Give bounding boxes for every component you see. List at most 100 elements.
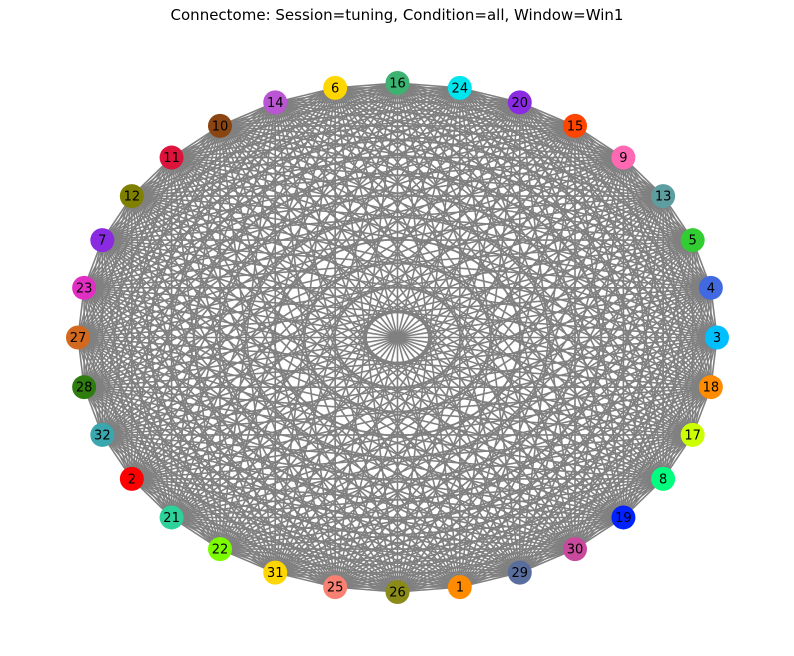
edge-7-22: [101, 239, 221, 550]
edge-27-25: [77, 336, 336, 588]
edge-23-26: [83, 287, 399, 593]
edge-10-32: [101, 125, 221, 436]
node-1: [447, 575, 472, 600]
node-label-22: 22: [212, 543, 229, 558]
node-label-17: 17: [684, 428, 701, 443]
edge-3-22: [219, 336, 718, 550]
edge-20-8: [519, 102, 664, 480]
edge-32-1: [102, 434, 461, 588]
edge-21-18: [171, 386, 712, 519]
edge-32-19: [102, 434, 624, 519]
edge-9-12: [131, 156, 624, 197]
edge-10-18: [219, 125, 712, 388]
node-label-12: 12: [124, 190, 141, 205]
edge-26-17: [397, 434, 694, 593]
node-label-10: 10: [212, 119, 229, 134]
edge-11-2: [131, 157, 173, 479]
edge-25-17: [334, 434, 693, 588]
node-7: [90, 228, 115, 253]
node-31: [263, 560, 288, 585]
edge-30-17: [574, 434, 694, 550]
node-label-20: 20: [511, 96, 528, 111]
edge-3-10: [219, 125, 718, 339]
edge-12-18: [131, 195, 712, 388]
edge-6-27: [77, 87, 336, 339]
edge-15-11: [171, 125, 576, 159]
edge-21-29: [171, 516, 520, 574]
edge-9-30: [574, 157, 625, 550]
edge-11-25: [170, 157, 336, 588]
edge-16-18: [396, 82, 712, 388]
edge-3-6: [334, 87, 718, 339]
edge-32-18: [102, 386, 711, 436]
node-19: [611, 505, 636, 530]
edge-32-26: [101, 434, 398, 593]
edge-23-22: [83, 287, 221, 550]
edge-4-26: [396, 287, 712, 593]
node-label-3: 3: [713, 331, 721, 346]
edge-5-10: [219, 125, 693, 241]
edge-25-18: [334, 386, 712, 588]
edge-27-31: [77, 336, 276, 574]
edge-10-8: [219, 125, 664, 480]
edge-16-23: [83, 82, 398, 289]
edge-4-29: [519, 287, 712, 574]
edge-23-29: [83, 287, 521, 574]
edge-31-18: [274, 386, 712, 574]
node-label-1: 1: [456, 581, 464, 596]
node-label-11: 11: [163, 151, 180, 166]
edge-2-17: [131, 434, 693, 480]
node-21: [159, 505, 184, 530]
edge-30-18: [574, 386, 712, 550]
edge-9-18: [622, 157, 712, 388]
node-label-31: 31: [267, 566, 284, 581]
edge-13-18: [662, 195, 712, 388]
chart-title: Connectome: Session=tuning, Condition=al…: [170, 6, 624, 24]
edge-16-28: [83, 82, 399, 388]
edge-10-21: [170, 125, 221, 518]
edge-13-26: [396, 195, 664, 593]
edge-2-19: [131, 478, 624, 519]
edge-27-17: [77, 336, 693, 436]
node-label-32: 32: [94, 428, 111, 443]
edge-6-8: [334, 87, 664, 480]
edge-27-29: [77, 336, 521, 574]
edge-14-8: [274, 101, 664, 480]
node-13: [651, 184, 676, 209]
edge-22-19: [219, 516, 624, 550]
node-label-15: 15: [567, 119, 584, 134]
edge-24-27: [77, 87, 461, 339]
node-label-5: 5: [689, 234, 697, 249]
node-label-13: 13: [655, 190, 672, 205]
edge-22-18: [219, 386, 712, 550]
edge-23-18: [84, 287, 711, 388]
edge-5-12: [131, 195, 693, 241]
edge-16-19: [396, 82, 625, 518]
edge-20-30: [518, 102, 576, 550]
edge-20-18: [519, 101, 712, 388]
node-label-27: 27: [70, 331, 87, 346]
edge-28-25: [83, 386, 336, 588]
edge-31-19: [275, 516, 624, 574]
edge-5-1: [459, 239, 694, 588]
edge-11-17: [171, 156, 694, 436]
edge-27-18: [77, 336, 711, 388]
edge-4-11: [171, 156, 712, 289]
edge-6-21: [170, 87, 336, 518]
edge-3-24: [459, 87, 718, 339]
node-label-14: 14: [267, 96, 284, 111]
node-label-24: 24: [452, 81, 469, 96]
node-32: [90, 422, 115, 447]
edge-25-8: [334, 478, 664, 588]
node-label-28: 28: [76, 381, 93, 396]
edge-2-1: [131, 478, 461, 588]
edge-24-18: [459, 87, 712, 388]
edge-7-19: [101, 239, 624, 519]
node-5: [680, 228, 705, 253]
edge-4-31: [274, 287, 712, 574]
node-label-9: 9: [619, 151, 627, 166]
node-label-18: 18: [703, 381, 720, 396]
edge-9-1: [459, 157, 625, 588]
edge-16-8: [396, 82, 664, 480]
edge-32-30: [102, 434, 576, 550]
